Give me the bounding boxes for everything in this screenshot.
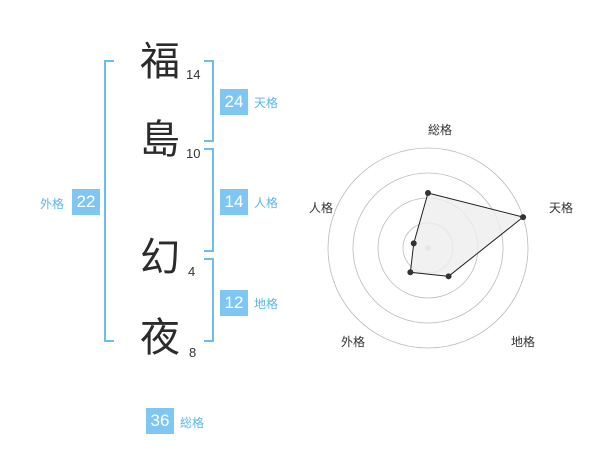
soukaku-label: 総格: [180, 416, 205, 430]
radar-point-5: [410, 240, 417, 247]
radar-point-1: [425, 190, 431, 196]
tenkaku-label: 天格: [254, 96, 279, 110]
radar-label-chikaku: 地格: [511, 335, 536, 349]
stroke-count-4: 8: [189, 345, 197, 360]
jinkaku-label: 人格: [254, 196, 279, 210]
name-char-2: 島: [140, 117, 180, 163]
radar-label-soukaku: 総格: [428, 123, 453, 137]
jinkaku-value: 14: [220, 189, 248, 215]
radar-point-4: [407, 269, 414, 276]
chikaku-value: 12: [220, 290, 248, 316]
radar-ring-3: [352, 172, 504, 324]
gaikaku-value: 22: [72, 189, 100, 215]
gaikaku-label: 外格: [40, 197, 65, 211]
chikaku-bracket: [204, 258, 214, 342]
name-char-4: 夜: [140, 315, 180, 361]
stroke-count-3: 4: [188, 264, 196, 279]
radar-label-jinkaku: 人格: [309, 201, 334, 215]
tenkaku-value: 24: [220, 89, 248, 115]
stroke-count-1: 14: [186, 67, 201, 82]
radar-label-tenkaku: 天格: [549, 201, 574, 215]
radar-area: [409, 192, 525, 277]
soukaku-value: 36: [146, 408, 174, 434]
name-char-1: 福: [140, 39, 180, 85]
name-char-3: 幻: [140, 235, 180, 281]
radar-point-3: [445, 273, 452, 280]
radar-label-gaikaku: 外格: [341, 335, 366, 349]
radar-point-2: [520, 214, 527, 221]
radar-ring-4: [327, 147, 529, 349]
tenkaku-bracket: [204, 60, 214, 142]
jinkaku-bracket: [204, 148, 214, 252]
chikaku-label: 地格: [254, 297, 279, 311]
gaikaku-bracket: [104, 60, 114, 342]
stroke-count-2: 10: [186, 146, 201, 161]
